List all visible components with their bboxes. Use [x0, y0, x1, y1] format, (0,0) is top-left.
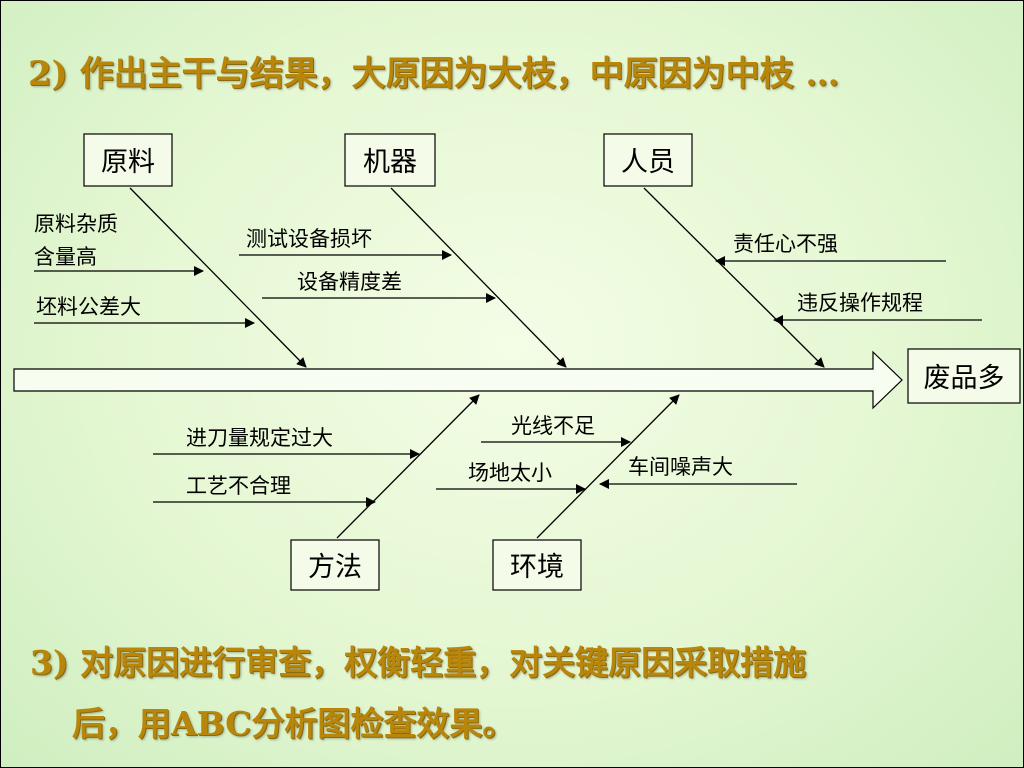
- cause-label-materials-1: 原料杂质: [34, 212, 118, 236]
- cause-label-machines-1: 测试设备损坏: [246, 227, 372, 251]
- effect-box: 废品多: [907, 348, 1021, 404]
- cause-label-methods-1: 进刀量规定过大: [186, 426, 333, 450]
- category-label-environment: 环境: [510, 552, 564, 583]
- cause-label-environment-3: 车间噪声大: [628, 455, 733, 479]
- cause-label-methods-2: 工艺不合理: [186, 474, 291, 498]
- category-box-methods: 方法: [290, 539, 380, 591]
- category-label-people: 人员: [621, 147, 675, 178]
- category-box-environment: 环境: [492, 539, 582, 591]
- cause-label-machines-2: 设备精度差: [297, 270, 402, 294]
- branch-methods: [336, 394, 480, 539]
- cause-label-people-1: 责任心不强: [733, 232, 838, 256]
- effect-label: 废品多: [924, 363, 1005, 394]
- category-label-materials: 原料: [101, 147, 155, 178]
- category-box-materials: 原料: [83, 133, 173, 187]
- branch-materials: [129, 187, 307, 368]
- step3-text-line1: 3) 对原因进行审查，权衡轻重，对关键原因采取措施: [30, 643, 807, 682]
- branch-people: [643, 187, 825, 368]
- cause-label-people-2: 违反操作规程: [797, 291, 923, 315]
- step2-title: 2) 作出主干与结果，大原因为大枝，中原因为中枝 …: [28, 54, 840, 94]
- branch-environment: [536, 394, 680, 539]
- category-box-machines: 机器: [344, 133, 436, 187]
- step3-text-line2: 后，用ABC分析图检查效果。: [72, 704, 516, 743]
- cause-label-environment-1: 光线不足: [511, 414, 595, 438]
- category-label-machines: 机器: [363, 147, 417, 178]
- spine-arrow: [13, 350, 903, 410]
- cause-label-environment-2: 场地太小: [468, 461, 552, 485]
- cause-label-materials-1b: 含量高: [34, 245, 97, 269]
- branch-machines: [390, 187, 567, 368]
- category-label-methods: 方法: [308, 552, 362, 583]
- cause-label-materials-2: 坯料公差大: [36, 295, 141, 319]
- category-box-people: 人员: [603, 133, 693, 187]
